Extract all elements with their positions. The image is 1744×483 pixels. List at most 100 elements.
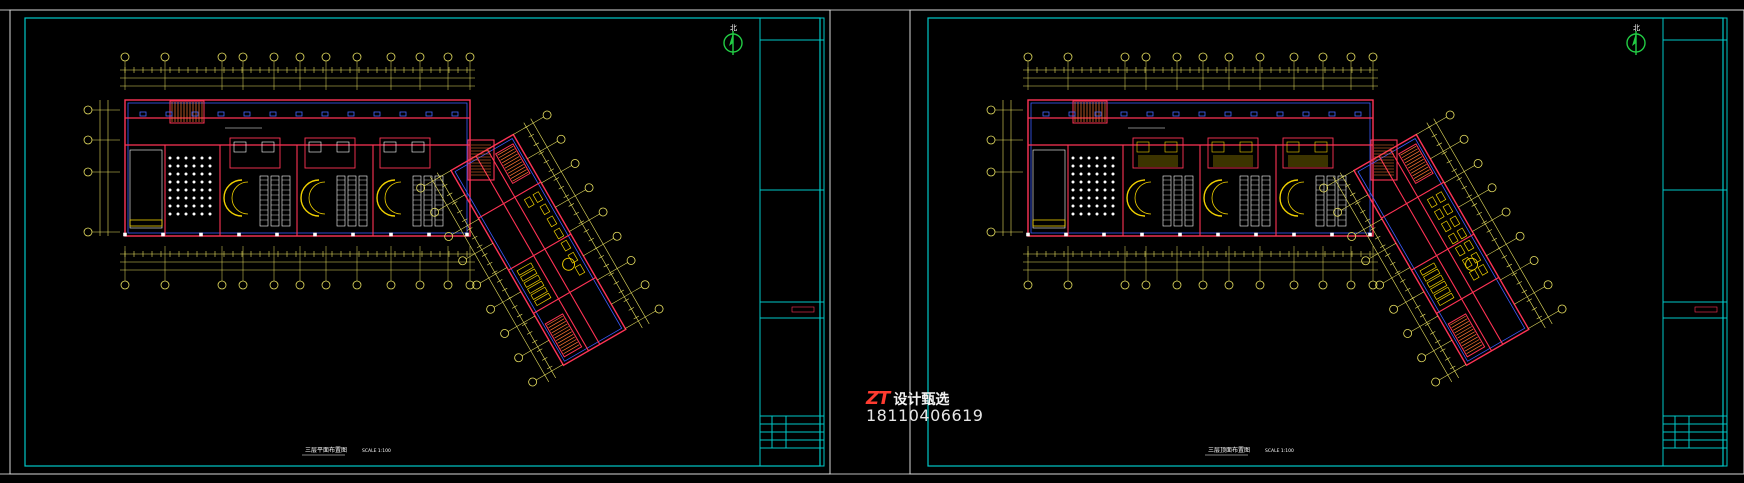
axis-bubble [120, 280, 130, 290]
axis-bubble [1333, 207, 1343, 217]
axis-bubble [238, 280, 248, 290]
north-arrow: 北 [1626, 24, 1646, 55]
axis-bubble [217, 52, 227, 62]
axis-bubble [584, 183, 594, 193]
axis-bubble [1120, 52, 1130, 62]
axis-bubble [500, 329, 510, 338]
axis-bubble [386, 52, 396, 62]
sheet-title: 三层顶面布置图 [1208, 446, 1250, 454]
sheet-title: 三层平面布置图 [305, 446, 347, 454]
axis-bubble [986, 227, 996, 237]
axis-bubble [465, 52, 475, 62]
stair [1447, 313, 1486, 358]
lecture-hall [1032, 149, 1115, 229]
axis-bubble [120, 52, 130, 62]
axis-bubble [570, 159, 580, 168]
axis-bubble [1529, 256, 1539, 265]
axis-bubble [443, 52, 453, 62]
axis-bubble [269, 52, 279, 62]
axis-bubble [1255, 52, 1265, 62]
classroom [376, 175, 444, 227]
axis-bubble [1141, 280, 1151, 290]
stair [544, 313, 583, 358]
axis-bubble [1403, 329, 1413, 338]
axis-bubble [1198, 52, 1208, 62]
building-main-wing [83, 52, 475, 290]
axis-bubble [415, 280, 425, 290]
axis-bubble [528, 377, 538, 387]
axis-bubble [1224, 280, 1234, 290]
axis-bubble [430, 207, 440, 217]
axis-bubble [1557, 304, 1567, 314]
axis-bubble [83, 227, 93, 237]
axis-bubble [352, 280, 362, 290]
axis-bubble [1120, 280, 1130, 290]
sheet-scale: SCALE 1:100 [1265, 448, 1294, 454]
axis-bubble [1289, 52, 1299, 62]
axis-bubble [1172, 52, 1182, 62]
axis-bubble [83, 135, 93, 145]
axis-bubble [626, 256, 636, 265]
axis-bubble [986, 167, 996, 177]
axis-bubble [486, 304, 496, 314]
watermark-phone: 18110406619 [866, 406, 984, 425]
axis-bubble [295, 280, 305, 290]
classroom [223, 175, 291, 227]
axis-bubble [1198, 280, 1208, 290]
building-angled-wing [1319, 110, 1567, 387]
axis-bubble [1255, 280, 1265, 290]
axis-bubble [1224, 52, 1234, 62]
axis-bubble [217, 280, 227, 290]
axis-bubble [1445, 110, 1455, 120]
axis-bubble [1023, 280, 1033, 290]
axis-bubble [160, 52, 170, 62]
axis-bubble [1375, 280, 1385, 290]
axis-bubble [160, 280, 170, 290]
utility-block [1132, 137, 1184, 169]
axis-bubble [1473, 159, 1483, 168]
building-main-wing [986, 52, 1378, 290]
utility-block [1207, 137, 1259, 169]
watermark-logo: ZT [866, 388, 890, 409]
axis-bubble [1063, 52, 1073, 62]
axis-bubble [1023, 52, 1033, 62]
stair [494, 143, 531, 185]
axis-bubble [1346, 52, 1356, 62]
north-label: 北 [1633, 24, 1640, 32]
classroom [1279, 175, 1347, 227]
axis-bubble [1431, 377, 1441, 387]
axis-bubble [1515, 231, 1525, 241]
classroom [300, 175, 368, 227]
axis-bubble [986, 105, 996, 115]
north-arrow: 北 [723, 24, 743, 55]
axis-bubble [1347, 232, 1357, 241]
axis-bubble [472, 280, 482, 290]
sheet-scale: SCALE 1:100 [362, 448, 391, 454]
axis-bubble [1368, 52, 1378, 62]
axis-bubble [321, 280, 331, 290]
axis-bubble [1346, 280, 1356, 290]
axis-bubble [542, 110, 552, 120]
title-block [1662, 17, 1728, 467]
watermark: ZT 设计甄选 [866, 388, 949, 409]
watermark-name: 设计甄选 [893, 391, 950, 408]
stair [1397, 143, 1434, 185]
stair [169, 100, 205, 124]
axis-bubble [1172, 280, 1182, 290]
classroom [1126, 175, 1194, 227]
axis-bubble [1318, 52, 1328, 62]
stair [1072, 100, 1108, 124]
axis-bubble [1318, 280, 1328, 290]
title-block [759, 17, 825, 467]
axis-bubble [1319, 183, 1329, 193]
axis-bubble [612, 231, 622, 241]
axis-bubble [986, 135, 996, 145]
axis-bubble [386, 280, 396, 290]
axis-bubble [83, 105, 93, 115]
axis-bubble [295, 52, 305, 62]
axis-bubble [1487, 183, 1497, 193]
axis-bubble [83, 167, 93, 177]
axis-bubble [321, 52, 331, 62]
axis-bubble [352, 52, 362, 62]
